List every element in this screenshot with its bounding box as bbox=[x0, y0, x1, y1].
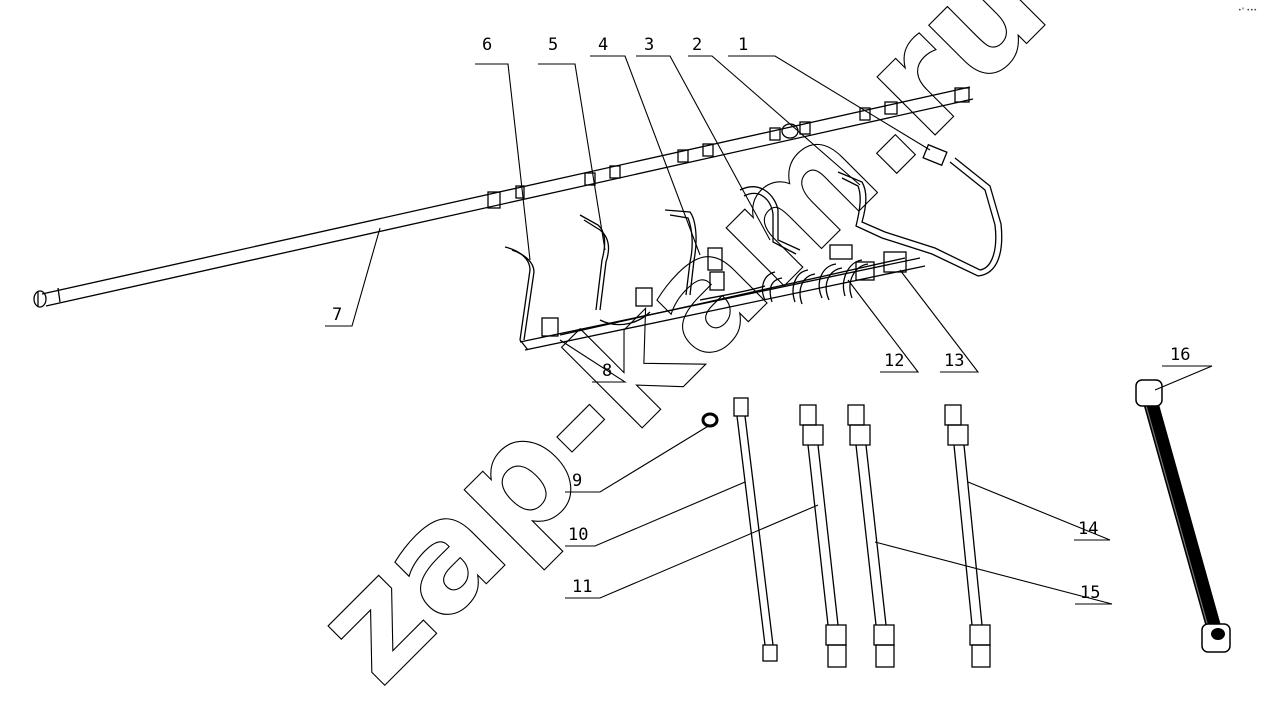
callout-16: 16 bbox=[1170, 345, 1190, 365]
callout-labels: 1 2 3 4 5 6 7 8 9 10 11 12 13 14 15 16 bbox=[332, 35, 1190, 603]
callout-1: 1 bbox=[738, 35, 748, 55]
callout-11: 11 bbox=[572, 577, 592, 597]
callout-6: 6 bbox=[482, 35, 492, 55]
callout-8: 8 bbox=[602, 361, 612, 381]
hose-16 bbox=[1135, 379, 1231, 653]
callout-13: 13 bbox=[944, 351, 964, 371]
callout-15: 15 bbox=[1080, 583, 1100, 603]
callout-leaders bbox=[325, 55, 1213, 605]
callout-3: 3 bbox=[644, 35, 654, 55]
callout-14: 14 bbox=[1078, 519, 1098, 539]
corner-mark: •° ••• bbox=[1238, 7, 1257, 14]
o-ring-9 bbox=[701, 412, 719, 428]
callout-9: 9 bbox=[572, 471, 582, 491]
callout-12: 12 bbox=[884, 351, 904, 371]
callout-4: 4 bbox=[598, 35, 608, 55]
hose-11 bbox=[799, 404, 847, 668]
hose-10 bbox=[733, 397, 778, 662]
manifold-assembly bbox=[504, 143, 1003, 351]
callout-10: 10 bbox=[568, 525, 588, 545]
callout-7: 7 bbox=[332, 305, 342, 325]
callout-2: 2 bbox=[692, 35, 702, 55]
callout-5: 5 bbox=[548, 35, 558, 55]
hose-14 bbox=[944, 404, 991, 668]
hose-15 bbox=[847, 404, 895, 668]
